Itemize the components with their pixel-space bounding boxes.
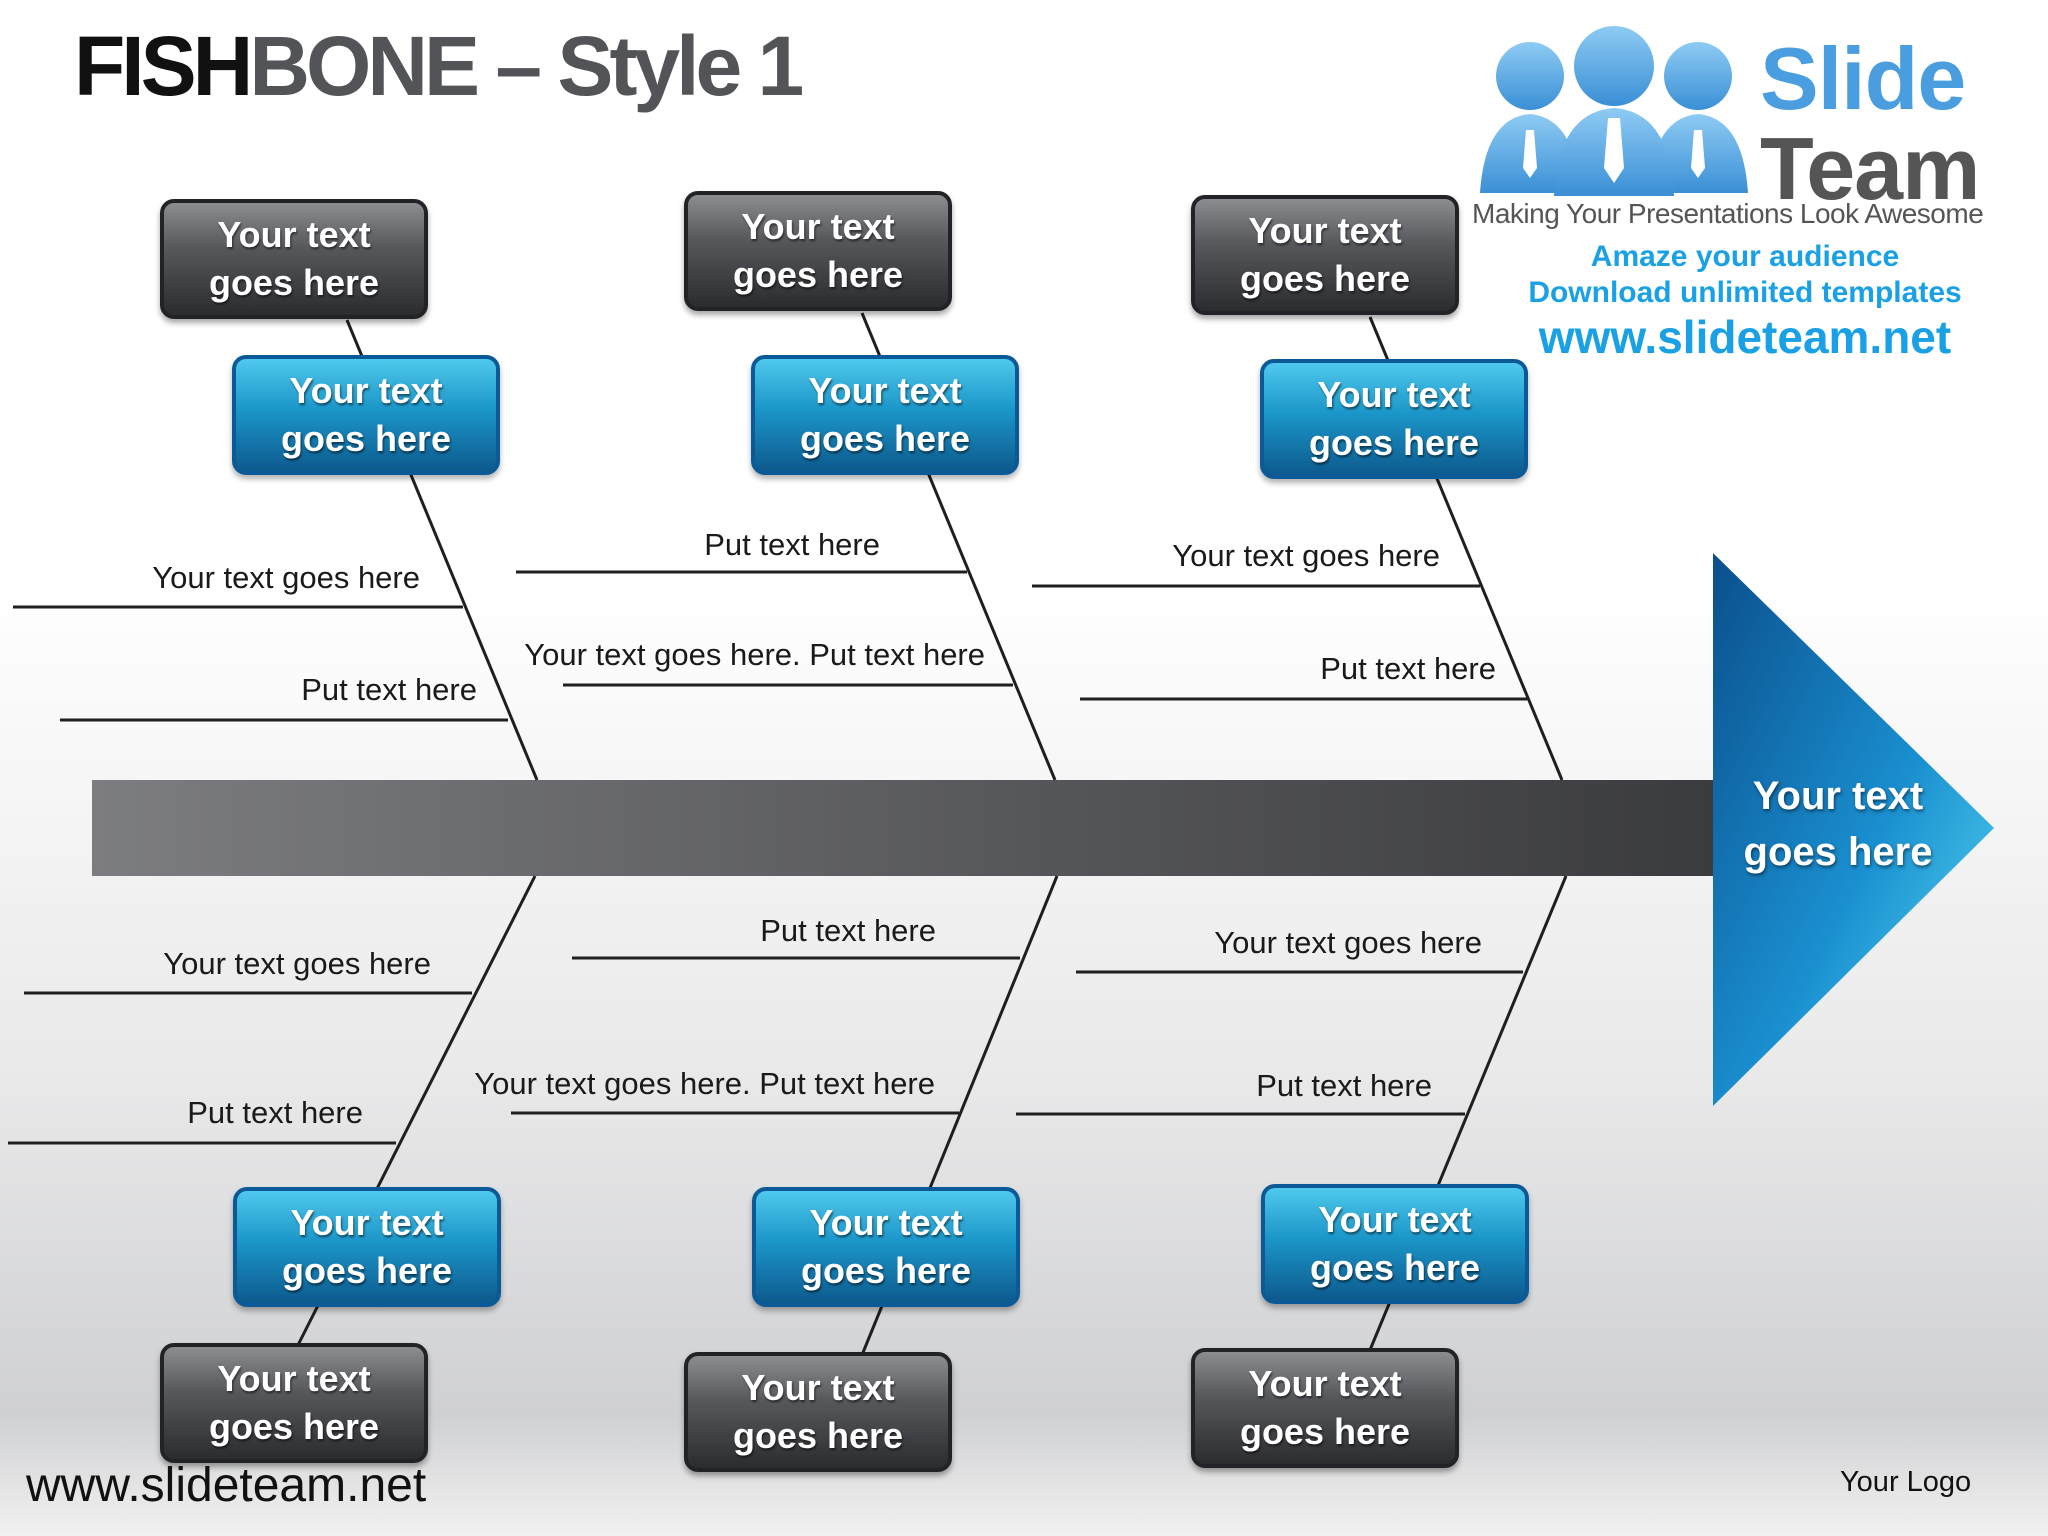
label-bottom-2-upper[interactable]: Put text here	[760, 913, 936, 948]
bottom-2-inner-box[interactable]: Your text goes here	[752, 1187, 1020, 1307]
top-3-inner-box[interactable]: Your text goes here	[1260, 359, 1528, 479]
label-top-3-upper[interactable]: Your text goes here	[1172, 538, 1440, 573]
top-1-inner-box[interactable]: Your text goes here	[232, 355, 500, 475]
bottom-3-inner-box[interactable]: Your text goes here	[1261, 1184, 1529, 1304]
top-1-inner-text: Your text goes here	[280, 370, 452, 459]
label-top-1-upper[interactable]: Your text goes here	[152, 560, 420, 595]
bottom-3-inner-text: Your text goes here	[1309, 1199, 1481, 1288]
top-2-inner-box[interactable]: Your text goes here	[751, 355, 1019, 475]
people-icon	[1480, 26, 1748, 196]
footer-url[interactable]: www.slideteam.net	[26, 1459, 427, 1512]
label-bottom-3-lower[interactable]: Put text here	[1256, 1068, 1432, 1103]
top-2-outer-text: Your text goes here	[732, 206, 904, 295]
bottom-1-outer-box[interactable]: Your text goes here	[160, 1343, 428, 1463]
brand-url[interactable]: www.slideteam.net	[1538, 311, 1952, 363]
bottom-3-outer-text: Your text goes here	[1239, 1363, 1411, 1452]
label-top-1-lower[interactable]: Put text here	[301, 672, 477, 707]
top-3-inner-text: Your text goes here	[1308, 374, 1480, 463]
bottom-2-outer-text: Your text goes here	[732, 1367, 904, 1456]
label-top-2-upper[interactable]: Put text here	[704, 527, 880, 562]
bottom-1-inner-text: Your text goes here	[281, 1202, 453, 1291]
brand-promo-1: Amaze your audience	[1590, 240, 1900, 273]
fish-spine	[92, 780, 1717, 876]
top-3-outer-box[interactable]: Your text goes here	[1191, 195, 1459, 315]
slide-title: FISHBONE – Style 1	[74, 18, 804, 115]
bottom-1-inner-box[interactable]: Your text goes here	[233, 1187, 501, 1307]
brand-name-team: Team	[1760, 119, 1980, 218]
logo-placeholder: Your Logo	[1840, 1466, 1972, 1498]
bottom-1-outer-text: Your text goes here	[208, 1358, 380, 1447]
fish-head-text[interactable]: Your text goes here	[1743, 774, 1933, 874]
top-1-outer-box[interactable]: Your text goes here	[160, 199, 428, 319]
bottom-2-inner-text: Your text goes here	[800, 1202, 972, 1291]
bottom-2-outer-box[interactable]: Your text goes here	[684, 1352, 952, 1472]
brand-logo: Slide Team Making Your Presentations Loo…	[1470, 18, 2030, 378]
top-3-outer-text: Your text goes here	[1239, 210, 1411, 299]
brand-tagline: Making Your Presentations Look Awesome	[1472, 198, 1984, 229]
title-part-1: FISH	[74, 19, 253, 113]
label-bottom-2-lower[interactable]: Your text goes here. Put text here	[474, 1066, 935, 1101]
brand-promo-2: Download unlimited templates	[1528, 276, 1962, 309]
top-2-inner-text: Your text goes here	[799, 370, 971, 459]
label-top-2-lower[interactable]: Your text goes here. Put text here	[524, 637, 985, 672]
title-part-2: BONE – Style 1	[249, 19, 804, 113]
brand-name-slide: Slide	[1760, 29, 1966, 128]
label-top-3-lower[interactable]: Put text here	[1320, 651, 1496, 686]
bottom-3-outer-box[interactable]: Your text goes here	[1191, 1348, 1459, 1468]
label-bottom-1-lower[interactable]: Put text here	[187, 1095, 363, 1130]
fish-head	[1713, 553, 1994, 1106]
top-1-outer-text: Your text goes here	[208, 214, 380, 303]
label-bottom-3-upper[interactable]: Your text goes here	[1214, 925, 1482, 960]
label-bottom-1-upper[interactable]: Your text goes here	[163, 946, 431, 981]
top-2-outer-box[interactable]: Your text goes here	[684, 191, 952, 311]
